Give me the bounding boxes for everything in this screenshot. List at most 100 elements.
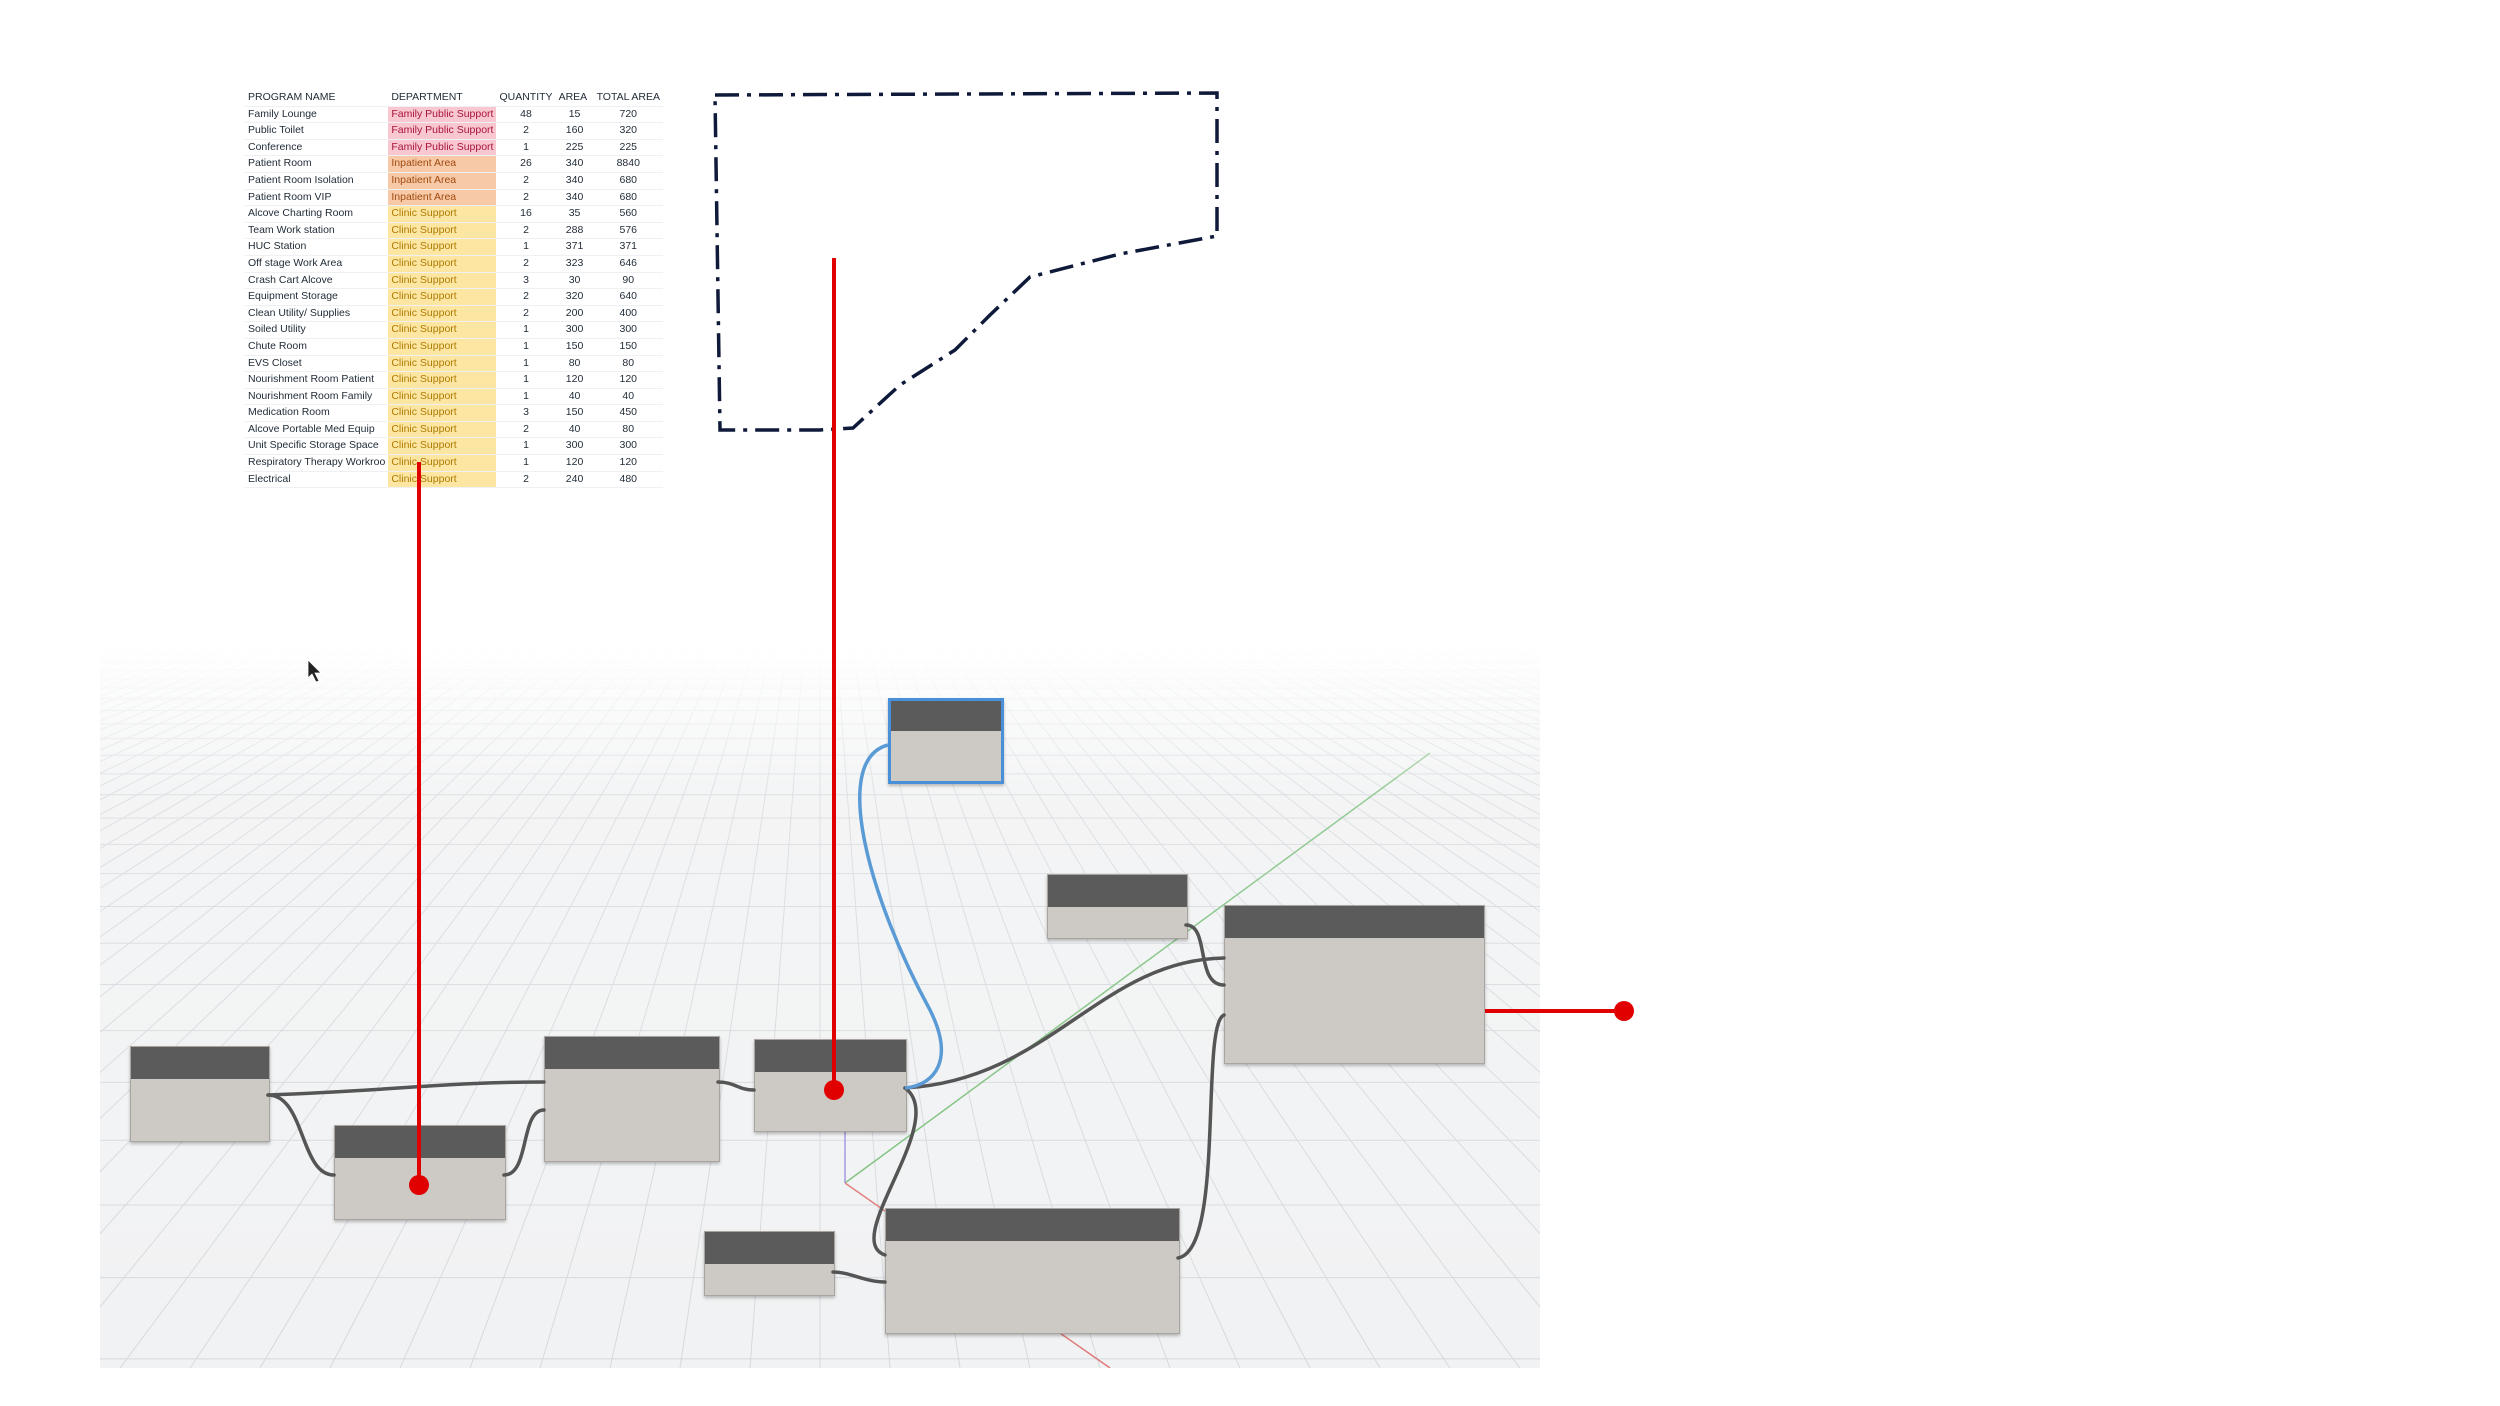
program-name-cell: Clean Utility/ Supplies [245, 305, 389, 323]
department-cell: Clinic Support [388, 288, 497, 306]
total-area-cell: 371 [593, 238, 663, 256]
node-2-header[interactable] [335, 1126, 505, 1158]
program-name-cell: Patient Room Isolation [245, 172, 389, 190]
department-cell: Clinic Support [388, 371, 497, 389]
total-area-cell: 300 [593, 437, 663, 456]
area-cell: 323 [555, 255, 594, 273]
area-cell: 320 [555, 288, 594, 306]
graph-node-8[interactable] [704, 1231, 835, 1296]
total-area-cell: 90 [593, 272, 663, 290]
quantity-cell: 2 [496, 305, 556, 323]
header-program-name: PROGRAM NAME [245, 90, 389, 107]
program-name-cell: Chute Room [245, 338, 389, 356]
quantity-cell: 26 [496, 155, 556, 173]
quantity-cell: 1 [496, 139, 556, 157]
area-cell: 371 [555, 238, 594, 256]
graph-node-1[interactable] [130, 1046, 270, 1142]
department-cell: Clinic Support [388, 388, 497, 406]
quantity-cell: 1 [496, 371, 556, 389]
area-cell: 120 [555, 371, 594, 389]
graph-node-2[interactable] [334, 1125, 506, 1220]
program-name-cell: Nourishment Room Family [245, 388, 389, 406]
area-cell: 200 [555, 305, 594, 323]
program-name-cell: Off stage Work Area [245, 255, 389, 273]
area-cell: 40 [555, 421, 594, 439]
area-cell: 40 [555, 388, 594, 406]
total-area-cell: 576 [593, 222, 663, 240]
quantity-cell: 48 [496, 106, 556, 124]
program-name-cell: EVS Closet [245, 355, 389, 373]
quantity-cell: 16 [496, 205, 556, 223]
area-cell: 160 [555, 122, 594, 140]
department-cell: Clinic Support [388, 272, 497, 290]
node-7-header[interactable] [1225, 906, 1484, 938]
department-cell: Clinic Support [388, 355, 497, 373]
total-area-cell: 300 [593, 321, 663, 339]
department-cell: Family Public Support [388, 139, 497, 157]
area-cell: 150 [555, 338, 594, 356]
node-4-header[interactable] [755, 1040, 906, 1072]
graph-node-9[interactable] [885, 1208, 1180, 1334]
total-area-cell: 8840 [593, 155, 663, 173]
total-area-cell: 560 [593, 205, 663, 223]
department-cell: Family Public Support [388, 106, 497, 124]
department-cell: Clinic Support [388, 421, 497, 439]
program-name-cell: Electrical [245, 471, 389, 489]
department-cell: Clinic Support [388, 471, 497, 489]
quantity-cell: 1 [496, 338, 556, 356]
quantity-cell: 2 [496, 122, 556, 140]
department-cell: Clinic Support [388, 305, 497, 323]
area-cell: 30 [555, 272, 594, 290]
department-cell: Clinic Support [388, 222, 497, 240]
header-department: DEPARTMENT [388, 90, 497, 107]
program-name-cell: Equipment Storage [245, 288, 389, 306]
department-cell: Clinic Support [388, 205, 497, 223]
graph-node-5-selected[interactable] [888, 698, 1004, 784]
area-cell: 340 [555, 189, 594, 207]
quantity-cell: 2 [496, 421, 556, 439]
program-name-cell: Conference [245, 139, 389, 157]
quantity-cell: 1 [496, 437, 556, 456]
graph-node-6[interactable] [1047, 874, 1188, 939]
node-5-header[interactable] [891, 701, 1001, 731]
department-cell: Clinic Support [388, 454, 497, 472]
total-area-cell: 150 [593, 338, 663, 356]
graph-node-7[interactable] [1224, 905, 1485, 1064]
program-name-cell: Alcove Charting Room [245, 205, 389, 223]
node-8-header[interactable] [705, 1232, 834, 1264]
connector-dot-output [1614, 1001, 1634, 1021]
node-1-header[interactable] [131, 1047, 269, 1079]
department-cell: Clinic Support [388, 321, 497, 339]
node-9-header[interactable] [886, 1209, 1179, 1241]
program-name-cell: Alcove Portable Med Equip [245, 421, 389, 439]
quantity-cell: 2 [496, 288, 556, 306]
node-3-header[interactable] [545, 1037, 719, 1069]
department-cell: Clinic Support [388, 404, 497, 422]
total-area-cell: 720 [593, 106, 663, 124]
graph-node-3[interactable] [544, 1036, 720, 1162]
program-spreadsheet: PROGRAM NAME DEPARTMENT QUANTITY AREA TO… [245, 90, 663, 489]
program-name-cell: Respiratory Therapy Workroo [245, 454, 389, 472]
total-area-cell: 320 [593, 122, 663, 140]
node-6-header[interactable] [1048, 875, 1187, 907]
program-name-cell: Patient Room VIP [245, 189, 389, 207]
program-name-cell: Unit Specific Storage Space [245, 437, 389, 456]
department-cell: Inpatient Area [388, 155, 497, 173]
graph-node-4[interactable] [754, 1039, 907, 1132]
total-area-cell: 680 [593, 189, 663, 207]
program-name-cell: Patient Room [245, 155, 389, 173]
header-quantity: QUANTITY [496, 90, 556, 107]
total-area-cell: 640 [593, 288, 663, 306]
